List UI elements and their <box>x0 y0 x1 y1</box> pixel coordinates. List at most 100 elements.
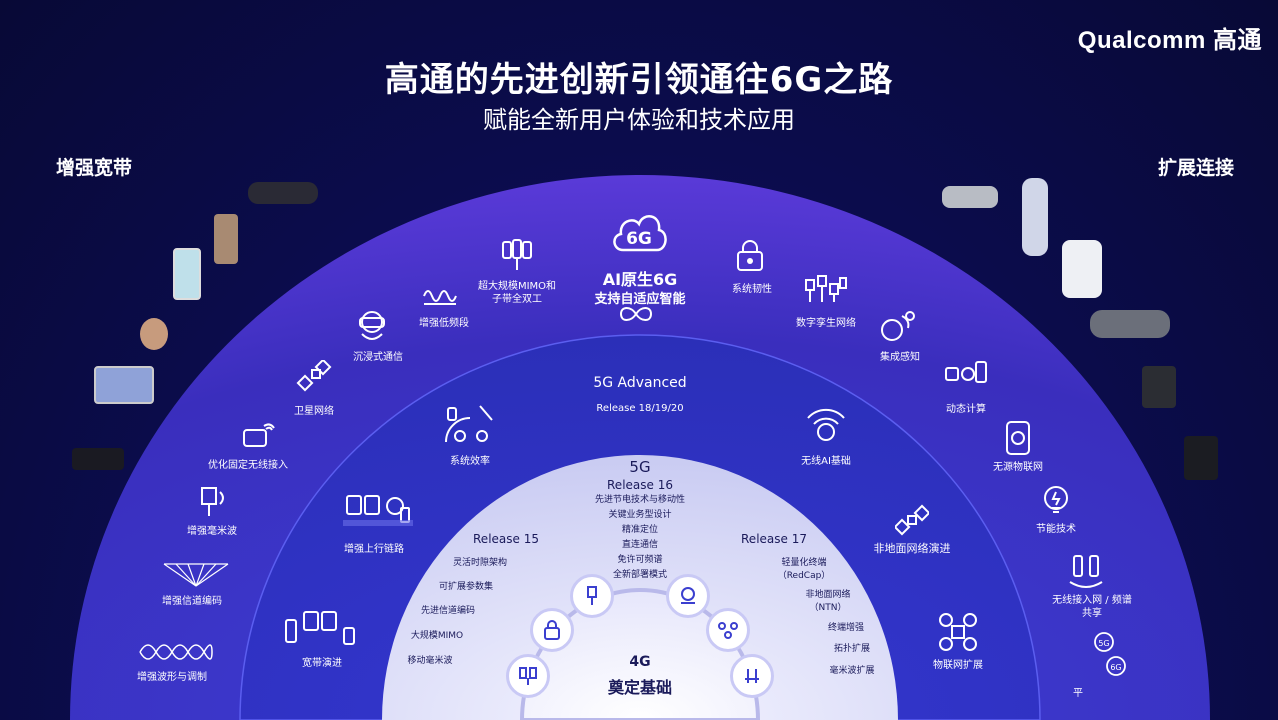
iot-expansion-label: 物联网扩展 <box>933 660 983 671</box>
foldable-phone-image <box>214 214 238 264</box>
infinity-icon <box>619 306 653 322</box>
platform-label: 平 <box>1073 688 1083 699</box>
energy-saving-icon <box>1038 482 1074 518</box>
broadband-evolution-label: 宽带演进 <box>302 658 342 669</box>
low-band-label: 增强低频段 <box>419 318 469 329</box>
release-17-title: Release 17 <box>741 532 807 546</box>
4g-title: 4G <box>629 654 651 670</box>
resilience-label: 系统韧性 <box>732 284 772 295</box>
r16-item: 精准定位 <box>621 525 659 535</box>
location-pin-icon <box>666 574 710 618</box>
ring-5g <box>382 455 898 720</box>
5g-advanced-release: Release 18/19/20 <box>596 403 684 414</box>
antenna-pin-icon <box>506 654 550 698</box>
system-efficiency-icon <box>440 402 500 448</box>
qualcomm-logo: Qualcomm 高通 <box>1077 27 1262 54</box>
ai-native-6g-label: AI原生6G <box>602 270 678 289</box>
sensing-icon <box>878 310 918 346</box>
handheld-terminal-image <box>1142 366 1176 408</box>
right-heading: 扩展连接 <box>1157 157 1234 179</box>
left-heading: 增强宽带 <box>56 157 133 179</box>
nodes-pin-icon <box>706 608 750 652</box>
drone-image <box>942 186 998 208</box>
ar-glasses-image <box>248 182 318 204</box>
system-efficiency-label: 系统效率 <box>450 456 490 467</box>
spectrum-sharing-icon <box>1066 552 1106 592</box>
r17-item: 毫米波扩展 <box>829 666 875 676</box>
tower-pin-icon <box>570 574 614 618</box>
satellite-6g-icon <box>296 360 332 396</box>
page-title: 高通的先进创新引领通往6G之路 <box>384 60 894 100</box>
svg-text:6G: 6G <box>626 229 652 249</box>
router-image <box>1184 436 1218 480</box>
r17-item: 拓扑扩展 <box>833 644 871 654</box>
page-subtitle: 赋能全新用户体验和技术应用 <box>483 106 795 134</box>
r15-item: 可扩展参数集 <box>438 582 494 592</box>
uplink-label: 增强上行链路 <box>344 544 404 555</box>
r15-item: 大规模MIMO <box>410 631 464 641</box>
r15-item: 先进信道编码 <box>420 606 476 616</box>
humanoid-robot-image <box>1022 178 1048 256</box>
antenna-array-icon <box>499 236 535 272</box>
r15-item: 移动毫米波 <box>407 656 453 666</box>
svg-text:6G: 6G <box>1110 663 1121 672</box>
mmwave-antenna-icon <box>196 484 232 518</box>
immersive-label: 沉浸式通信 <box>353 352 403 363</box>
fwa-label: 优化固定无线接入 <box>208 460 288 471</box>
smartwatch-image <box>140 318 168 350</box>
5g-advanced-title: 5G Advanced <box>593 375 687 391</box>
wireless-ai-label: 无线AI基础 <box>801 456 851 467</box>
passive-iot-label: 无源物联网 <box>993 462 1043 473</box>
vr-headset-icon <box>354 310 390 344</box>
channel-coding-icon <box>160 560 232 590</box>
waveform-label: 增强波形与调制 <box>137 672 207 683</box>
car-image <box>1090 310 1170 338</box>
fwa-router-icon <box>240 418 276 450</box>
smartphone-image <box>173 248 201 300</box>
4g-subtitle: 奠定基础 <box>607 678 673 697</box>
laptop-image <box>94 366 154 404</box>
channel-coding-label: 增强信道编码 <box>162 596 222 607</box>
mimo-label: 超大规模MIMO和 子带全双工 <box>477 281 557 305</box>
waveform-icon <box>138 638 214 666</box>
r16-item: 直连通信 <box>621 540 659 550</box>
r15-item: 灵活时隙架构 <box>452 558 508 568</box>
wireless-access-label: 无线接入网 / 频谱 共享 <box>1052 595 1132 619</box>
iot-drone-icon <box>938 612 978 652</box>
5g-6g-transition-icon: 5G 6G <box>1092 630 1128 678</box>
6g-cloud-icon: 6G <box>609 204 671 262</box>
security-lock-icon <box>732 238 768 274</box>
wireless-ai-icon <box>806 406 846 446</box>
r17-item: 轻量化终端 （RedCap） <box>777 558 831 581</box>
robot-arm-image <box>1062 240 1102 298</box>
broadband-evolution-icon <box>282 610 358 648</box>
r16-item: 关键业务型设计 <box>608 510 672 520</box>
low-band-wave-icon <box>422 284 458 308</box>
r17-item: 终端增强 <box>827 623 865 633</box>
5g-title: 5G <box>629 458 651 476</box>
release-15-title: Release 15 <box>473 532 539 546</box>
set-top-box-image <box>72 448 124 470</box>
lock-pin-icon <box>530 608 574 652</box>
digital-twin-icon <box>804 272 848 306</box>
dynamic-compute-icon <box>944 358 988 394</box>
r17-item: 非地面网络 （NTN） <box>805 590 851 613</box>
ntn-satellite-icon <box>895 504 929 538</box>
adaptive-intelligence-label: 支持自适应智能 <box>594 292 686 307</box>
r16-item: 免许可频谱 <box>617 555 663 565</box>
r16-item: 先进节电技术与移动性 <box>594 495 686 505</box>
mmwave-label: 增强毫米波 <box>187 526 237 537</box>
dynamic-compute-label: 动态计算 <box>946 404 986 415</box>
release-16-title: Release 16 <box>607 478 673 492</box>
energy-saving-label: 节能技术 <box>1036 524 1076 535</box>
passive-iot-icon <box>1003 420 1033 456</box>
satellite-network-label: 卫星网络 <box>294 406 334 417</box>
digital-twin-label: 数字孪生网络 <box>796 318 856 329</box>
r16-item: 全新部署模式 <box>612 570 668 580</box>
uplink-icon <box>343 494 413 528</box>
svg-text:5G: 5G <box>1098 639 1109 648</box>
signal-pin-icon <box>730 654 774 698</box>
sensing-label: 集成感知 <box>880 352 920 363</box>
